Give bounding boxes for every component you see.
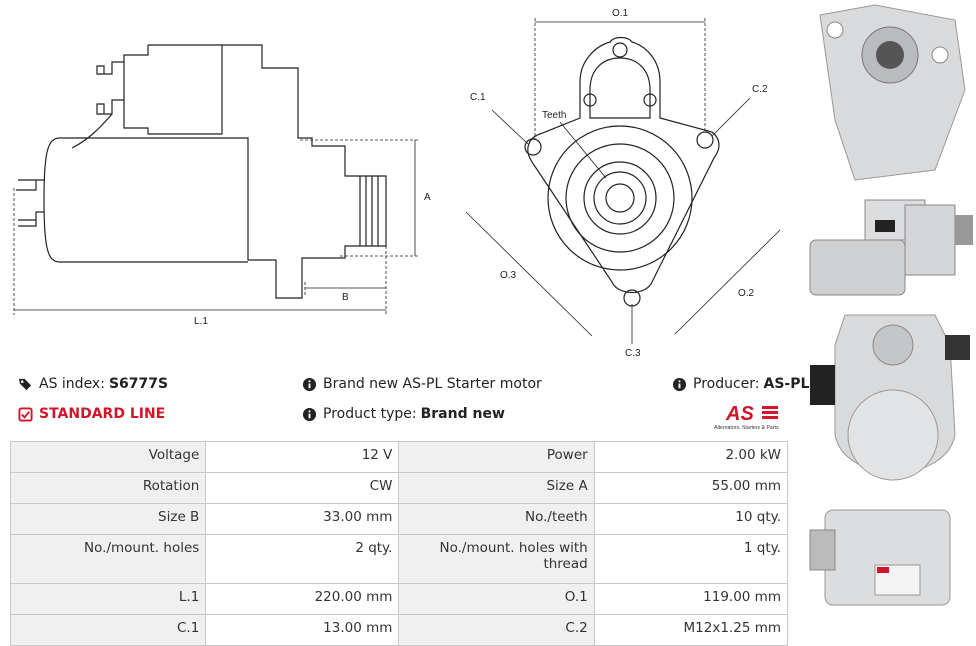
spec-value: 2.00 kW	[593, 441, 789, 473]
label-a: A	[424, 192, 431, 203]
as-index: AS index: S6777S	[18, 376, 168, 392]
label-b: B	[342, 292, 349, 303]
product-photo-rear[interactable]	[805, 305, 976, 495]
spec-value: 10 qty.	[593, 503, 789, 535]
spec-key: L.1	[9, 583, 207, 615]
technical-drawing: O.1 C.1 C.2 Teeth O.3 O.2 C.3 A B L.1	[13, 8, 781, 359]
as-pl-logo: AS Alternators, Starters & Parts	[714, 403, 779, 431]
producer-label: Producer:	[693, 376, 760, 392]
producer-value: AS-PL	[763, 376, 810, 392]
label-teeth: Teeth	[542, 110, 566, 121]
spec-key: O.1	[398, 583, 595, 615]
spec-table: Voltage 12 V Power 2.00 kW Rotation CW S…	[9, 441, 789, 646]
label-o3: O.3	[500, 270, 517, 281]
spec-value: M12x1.25 mm	[593, 614, 789, 646]
spec-key: C.2	[398, 614, 595, 646]
product-type-value: Brand new	[420, 406, 505, 422]
product-photo-label[interactable]	[805, 495, 976, 636]
spec-value: 12 V	[205, 441, 400, 473]
table-row: No./mount. holes 2 qty. No./mount. holes…	[9, 534, 789, 584]
table-row: Rotation CW Size A 55.00 mm	[9, 472, 789, 504]
label-c3: C.3	[625, 348, 641, 359]
spec-value: 33.00 mm	[205, 503, 400, 535]
table-row: Voltage 12 V Power 2.00 kW	[9, 441, 789, 473]
spec-key: Rotation	[9, 472, 207, 504]
table-row: L.1 220.00 mm O.1 119.00 mm	[9, 583, 789, 615]
spec-value: 1 qty.	[593, 534, 789, 584]
spec-value: 119.00 mm	[593, 583, 789, 615]
product-type: Product type: Brand new	[302, 406, 505, 422]
standard-line[interactable]: STANDARD LINE	[18, 406, 165, 422]
standard-line-label: STANDARD LINE	[39, 406, 166, 422]
as-index-value: S6777S	[108, 376, 169, 392]
svg-text:AS: AS	[725, 403, 754, 425]
label-c1: C.1	[470, 92, 486, 103]
spec-key: Size A	[398, 472, 595, 504]
spec-key: C.1	[9, 614, 207, 646]
spec-key: No./teeth	[398, 503, 595, 535]
spec-key: No./mount. holes	[9, 534, 207, 584]
label-o2: O.2	[738, 288, 755, 299]
info-circle-icon	[302, 377, 317, 391]
info-circle-icon	[302, 407, 317, 421]
spec-key: Size B	[9, 503, 207, 535]
as-index-label: AS index:	[39, 376, 105, 392]
label-l1: L.1	[194, 316, 208, 327]
product-type-label: Product type:	[323, 406, 417, 422]
check-square-icon	[18, 406, 33, 422]
table-row: C.1 13.00 mm C.2 M12x1.25 mm	[9, 614, 789, 646]
brand-text: Brand new AS-PL Starter motor	[323, 376, 542, 392]
tags-icon	[18, 378, 32, 390]
product-photo-side[interactable]	[805, 185, 976, 305]
spec-value: 220.00 mm	[205, 583, 400, 615]
spec-value: 2 qty.	[205, 534, 400, 584]
table-row: Size B 33.00 mm No./teeth 10 qty.	[9, 503, 789, 535]
product-photo-front[interactable]	[805, 0, 976, 185]
spec-key: Voltage	[9, 441, 207, 473]
spec-value: 13.00 mm	[205, 614, 400, 646]
spec-value: CW	[205, 472, 400, 504]
product-photos	[805, 0, 976, 636]
spec-value: 55.00 mm	[593, 472, 789, 504]
spec-key: Power	[398, 441, 595, 473]
spec-key: No./mount. holes with thread	[398, 534, 595, 584]
producer: Producer: AS-PL	[672, 376, 809, 392]
svg-text:Alternators, Starters & Parts: Alternators, Starters & Parts	[714, 425, 779, 431]
brand-info: Brand new AS-PL Starter motor	[302, 376, 542, 392]
label-c2: C.2	[752, 84, 768, 95]
label-o1: O.1	[612, 8, 629, 19]
info-circle-icon	[672, 377, 687, 391]
